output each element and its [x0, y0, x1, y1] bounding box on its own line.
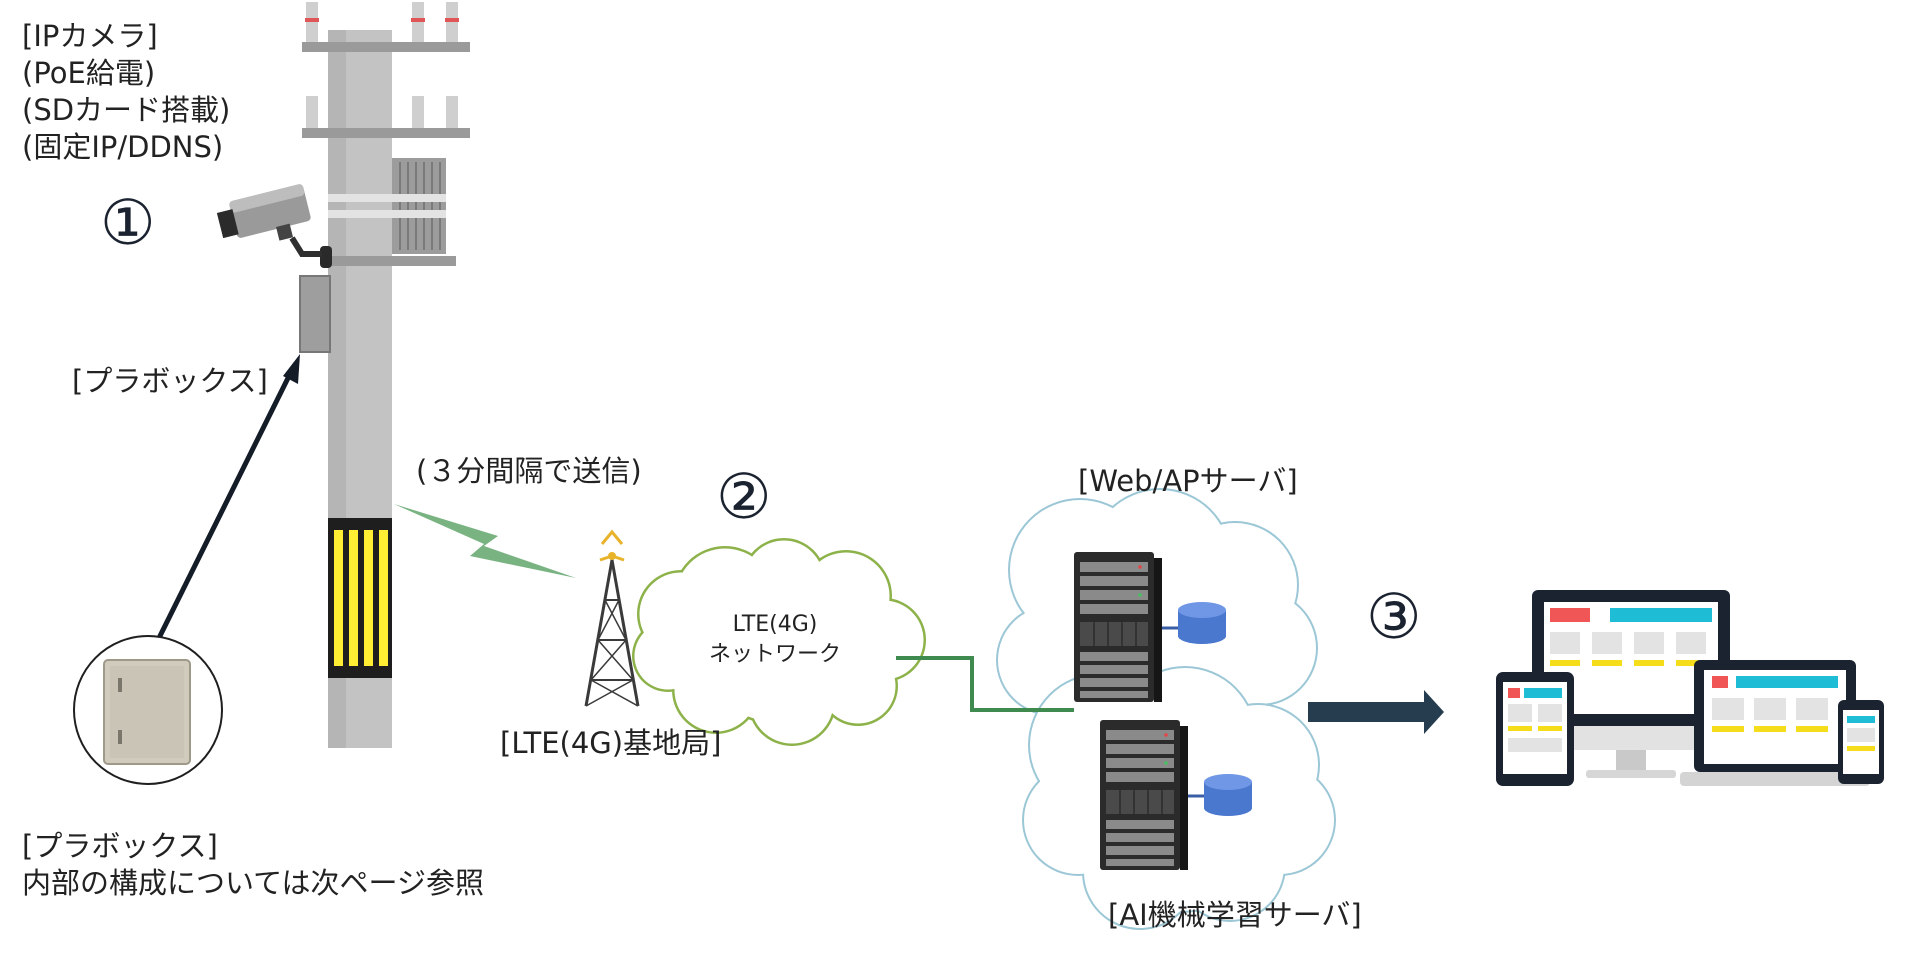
ip-camera-label-line: (SDカード搭載) — [22, 93, 231, 127]
lte-network-label-line2: ネットワーク — [708, 642, 841, 667]
ip-camera-label: [IPカメラ] (PoE給電) (SDカード搭載) (固定IP/DDNS) — [22, 18, 230, 166]
plabox-note: [プラボックス] 内部の構成については次ページ参照 — [22, 828, 484, 902]
plabox-note-description: 内部の構成については次ページ参照 — [22, 866, 484, 900]
step-number-3: ③ — [1366, 580, 1422, 653]
ip-camera-label-line: (固定IP/DDNS) — [22, 130, 224, 164]
plabox-connection-arrow — [155, 354, 300, 642]
lte-base-station-label: [LTE(4G)基地局] — [500, 726, 722, 760]
web-ap-server-icon — [1073, 551, 1163, 703]
transmit-interval-note: (３分間隔で送信) — [416, 454, 642, 488]
utility-pole-icon — [302, 2, 470, 748]
plabox-label-top: [プラボックス] — [72, 364, 268, 398]
ip-camera-label-line: (PoE給電) — [22, 56, 156, 90]
step-number-1: ① — [100, 186, 156, 259]
output-arrow — [1308, 690, 1444, 734]
network-connector-line — [896, 656, 1074, 712]
tablet-icon — [1496, 672, 1574, 786]
ip-camera-label-line: [IPカメラ] — [22, 19, 158, 53]
ai-server-label: [AI機械学習サーバ] — [1108, 898, 1362, 932]
smartphone-icon — [1838, 700, 1884, 784]
step-number-2: ② — [716, 460, 772, 533]
ai-server-icon — [1099, 719, 1189, 871]
lte-network-cloud — [632, 538, 926, 746]
plabox-note-title: [プラボックス] — [22, 829, 218, 863]
lte-network-label-line1: LTE(4G) — [732, 612, 818, 637]
pole-plabox-icon — [299, 275, 331, 353]
lte-tower-icon — [584, 529, 640, 707]
ai-database-icon — [1204, 774, 1252, 816]
web-ap-database-icon — [1178, 602, 1226, 644]
wireless-signal-icon — [394, 504, 576, 578]
lte-network-label: LTE(4G) ネットワーク — [700, 610, 850, 670]
ip-camera-icon — [216, 184, 332, 268]
plabox-icon — [73, 635, 223, 785]
laptop-icon — [1680, 660, 1870, 786]
web-ap-server-label: [Web/APサーバ] — [1078, 464, 1298, 498]
